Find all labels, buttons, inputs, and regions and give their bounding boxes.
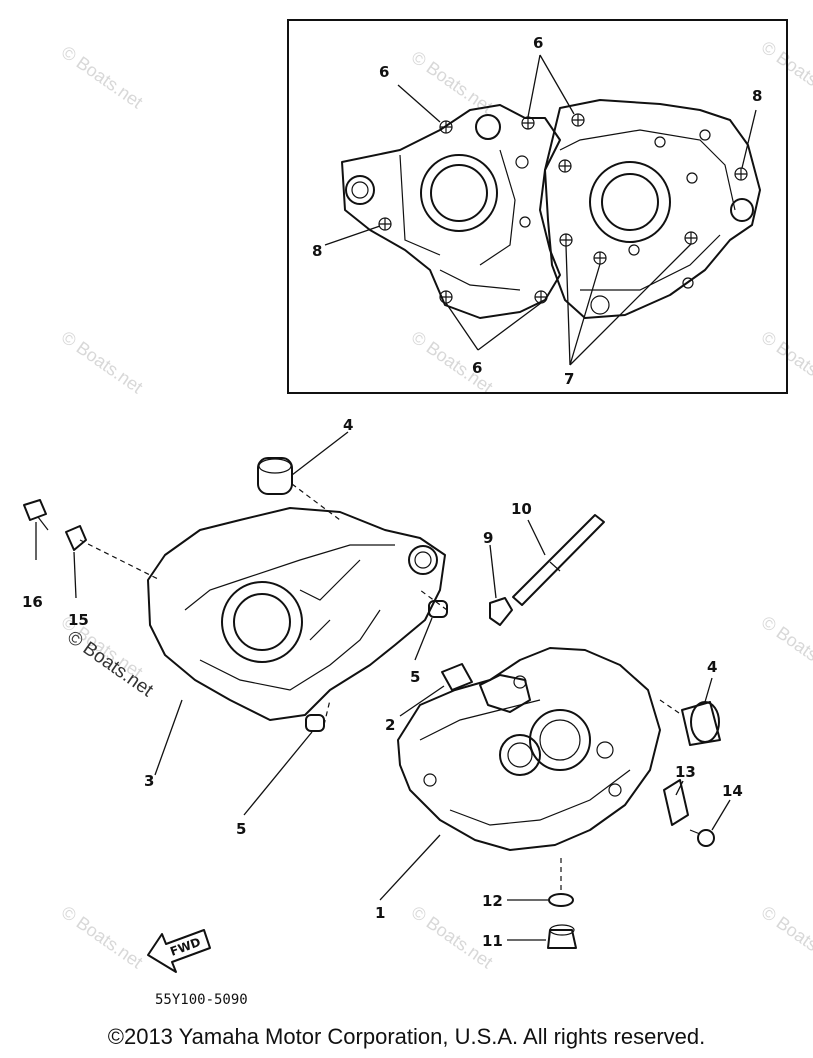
- watermark: © Boats.net: [758, 612, 813, 682]
- callout-15: 15: [68, 611, 89, 629]
- forward-direction-arrow: FWD: [147, 929, 211, 973]
- watermark: © Boats.net: [58, 327, 147, 397]
- callout-4: 4: [343, 416, 353, 434]
- watermark: © Boats.net: [58, 42, 147, 112]
- watermark: © Boats.net: [58, 902, 147, 972]
- callout-9: 9: [483, 529, 493, 547]
- callout-12: 12: [482, 892, 503, 910]
- callout-5: 5: [236, 820, 246, 838]
- callout-4: 4: [707, 658, 717, 676]
- callout-8: 8: [752, 87, 762, 105]
- callout-6: 6: [533, 34, 543, 52]
- callout-6: 6: [472, 359, 482, 377]
- watermark: © Boats.net: [758, 327, 813, 397]
- exploded-view: 4 16 15 10 9 5 2 3 4 13 14 5 1 12 11: [22, 416, 743, 950]
- watermark: © Boats.net: [758, 37, 813, 107]
- watermark: © Boats.net: [758, 902, 813, 972]
- callout-14: 14: [722, 782, 743, 800]
- callout-3: 3: [144, 772, 154, 790]
- callout-7: 7: [564, 370, 574, 388]
- callout-2: 2: [385, 716, 395, 734]
- part-code: 55Y100-5090: [155, 992, 248, 1008]
- fwd-label: FWD: [168, 935, 202, 959]
- callout-13: 13: [675, 763, 696, 781]
- callout-10: 10: [511, 500, 532, 518]
- callout-5: 5: [410, 668, 420, 686]
- callout-8: 8: [312, 242, 322, 260]
- callout-11: 11: [482, 932, 503, 950]
- watermark: © Boats.net: [408, 327, 497, 397]
- callout-6: 6: [379, 63, 389, 81]
- inset-bolt-pattern-view: 6 6 8 8 6 7: [287, 19, 788, 394]
- callout-1: 1: [375, 904, 385, 922]
- callout-16: 16: [22, 593, 43, 611]
- copyright-notice: ©2013 Yamaha Motor Corporation, U.S.A. A…: [107, 1024, 706, 1049]
